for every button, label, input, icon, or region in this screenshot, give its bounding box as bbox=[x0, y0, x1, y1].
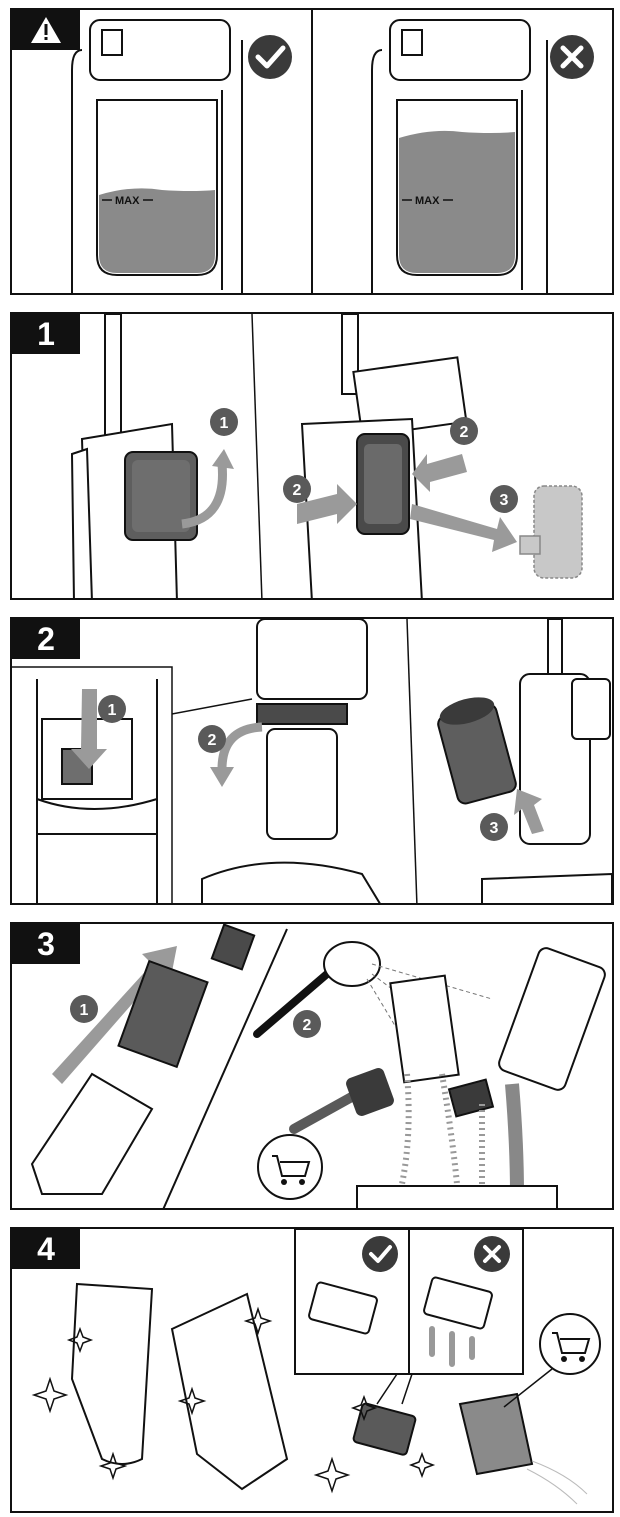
filter-cover bbox=[210, 924, 256, 971]
filter-wet bbox=[423, 1276, 493, 1330]
filter-clean bbox=[70, 1282, 154, 1465]
step-3-panel: 3 1 2 bbox=[10, 922, 614, 1210]
check-icon bbox=[248, 35, 292, 79]
step-4-panel: 4 bbox=[10, 1227, 614, 1513]
cross-icon bbox=[550, 35, 594, 79]
step-2-panel: 2 1 2 bbox=[10, 617, 614, 905]
cloth bbox=[458, 1392, 534, 1476]
callout-3-b: 3 bbox=[480, 813, 508, 841]
step-2-badge: 2 bbox=[12, 619, 80, 659]
step-3-badge: 3 bbox=[12, 924, 80, 964]
tank-overfilled: MAX bbox=[371, 19, 548, 293]
arrow-lift bbox=[514, 789, 544, 834]
svg-text:3: 3 bbox=[500, 492, 509, 509]
warning-illustration: MAX MAX bbox=[71, 10, 594, 293]
callout-2-d: 2 bbox=[293, 1010, 321, 1038]
filter-rinsing bbox=[389, 974, 460, 1084]
warning-badge bbox=[12, 10, 80, 50]
callout-2-c: 2 bbox=[198, 725, 226, 753]
callout-2-a: 2 bbox=[283, 475, 311, 503]
max-label-left: MAX bbox=[115, 195, 140, 207]
svg-text:2: 2 bbox=[303, 1017, 312, 1034]
shopping-cart-icon bbox=[539, 1313, 601, 1375]
battery-left bbox=[124, 451, 198, 541]
dust-bin-body bbox=[30, 1072, 154, 1195]
svg-text:2: 2 bbox=[208, 732, 217, 749]
callout-1-a: 1 bbox=[210, 408, 238, 436]
callout-2-b: 2 bbox=[450, 417, 478, 445]
step-4-badge: 4 bbox=[12, 1229, 80, 1269]
battery-removed bbox=[519, 485, 583, 579]
arrow-press-right bbox=[412, 454, 467, 492]
arrow-detach bbox=[217, 722, 263, 770]
warning-panel: MAX MAX bbox=[10, 8, 614, 295]
step-2-illustration: 1 2 3 bbox=[12, 619, 612, 903]
dust-bin-removed bbox=[437, 697, 517, 805]
sparkle-icon bbox=[31, 1306, 436, 1494]
step-1-panel: 1 1 2 bbox=[10, 312, 614, 600]
svg-text:3: 3 bbox=[490, 820, 499, 837]
callout-1-c: 1 bbox=[70, 995, 98, 1023]
shopping-cart-icon bbox=[257, 1134, 323, 1200]
svg-text:2: 2 bbox=[293, 482, 302, 499]
arrow-press-down bbox=[71, 689, 107, 769]
arrow-pull-out bbox=[410, 504, 517, 552]
trash-bin bbox=[356, 1185, 558, 1208]
bin-clean bbox=[170, 1292, 289, 1491]
check-icon bbox=[362, 1236, 398, 1272]
cross-icon bbox=[474, 1236, 510, 1272]
filter-dry bbox=[308, 1281, 378, 1335]
callout-3-a: 3 bbox=[490, 485, 518, 513]
callout-1-b: 1 bbox=[98, 695, 126, 723]
svg-text:1: 1 bbox=[108, 702, 117, 719]
brush bbox=[289, 1068, 394, 1134]
tank-correct: MAX bbox=[71, 19, 243, 293]
step-1-badge: 1 bbox=[12, 314, 80, 354]
step-3-illustration: 1 2 bbox=[30, 924, 606, 1208]
warning-triangle-icon bbox=[31, 17, 61, 43]
svg-text:1: 1 bbox=[80, 1002, 89, 1019]
step-1-illustration: 1 2 2 3 bbox=[70, 314, 583, 598]
battery-open bbox=[356, 433, 410, 535]
filter-unit bbox=[117, 959, 209, 1069]
shower-head bbox=[253, 941, 381, 1038]
max-label-right: MAX bbox=[415, 195, 440, 207]
arrow-press-left bbox=[297, 484, 357, 524]
svg-text:2: 2 bbox=[460, 424, 469, 441]
step-4-illustration bbox=[31, 1229, 601, 1505]
svg-text:1: 1 bbox=[220, 415, 229, 432]
arrow-rotate bbox=[181, 463, 227, 529]
